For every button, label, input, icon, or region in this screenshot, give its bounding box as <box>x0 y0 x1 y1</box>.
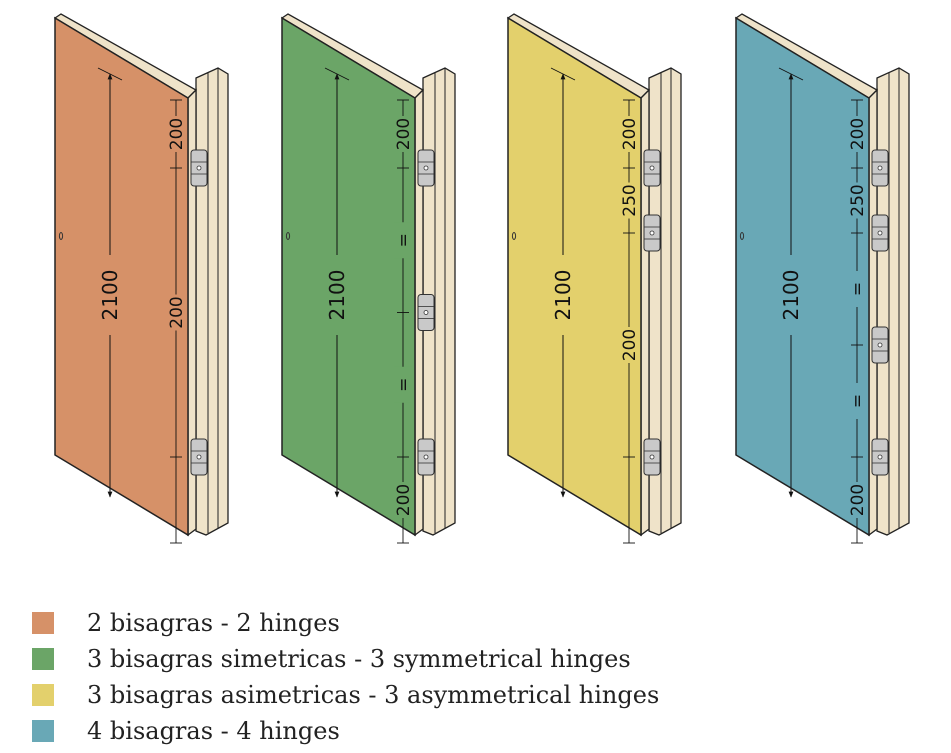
legend-item-4-hinges: 4 bisagras - 4 hinges <box>32 716 340 746</box>
legend-label: 4 bisagras - 4 hinges <box>87 717 340 745</box>
hinge-screw <box>423 454 429 460</box>
hinge-icon <box>417 294 435 331</box>
dimension-label: 200 <box>394 118 414 150</box>
legend-swatch-yellow <box>32 684 54 706</box>
dimension-tick <box>97 67 123 81</box>
height-label: 2100 <box>325 270 349 321</box>
dimension-label: = <box>848 394 868 408</box>
legend-swatch-orange <box>32 612 54 634</box>
dimension-label: 200 <box>848 118 868 150</box>
dimension-label-bg <box>394 116 412 152</box>
dimension-label-bg <box>848 182 866 219</box>
door-leaf <box>735 16 870 537</box>
hinge-icon <box>643 438 661 476</box>
hinge-icon <box>871 326 889 364</box>
door-leaf <box>507 16 642 537</box>
dimension-label-bg <box>620 182 638 219</box>
door-3-asymmetrical: 2100 200 250 200 <box>506 13 682 544</box>
dimension-label-bg <box>620 116 638 152</box>
hinge-icon <box>871 149 889 187</box>
hinge-screw <box>423 165 429 171</box>
dimension-label-bg <box>167 294 185 331</box>
hinge-screw <box>877 342 883 348</box>
legend-label: 3 bisagras simetricas - 3 symmetrical hi… <box>87 645 631 673</box>
hinge-icon <box>643 149 661 187</box>
hinge-icon <box>871 214 889 252</box>
dimension-label: = <box>848 282 868 296</box>
hinge-icon <box>190 149 208 187</box>
hinge-screw <box>877 165 883 171</box>
hinge-icon <box>417 438 435 476</box>
height-label: 2100 <box>551 270 575 321</box>
legend-swatch-blue <box>32 720 54 742</box>
dimension-tick <box>324 67 350 81</box>
dimension-label-bg <box>848 271 866 307</box>
keyhole-mark <box>285 232 291 240</box>
dimension-label: = <box>394 233 414 247</box>
hinge-icon <box>417 149 435 187</box>
dimension-label-bg <box>848 116 866 152</box>
dimension-label: 200 <box>620 329 640 361</box>
legend-item-2-hinges: 2 bisagras - 2 hinges <box>32 608 340 638</box>
hinge-screw <box>649 230 655 236</box>
legend-item-3-symmetrical: 3 bisagras simetricas - 3 symmetrical hi… <box>32 644 631 674</box>
legend-swatch-green <box>32 648 54 670</box>
hinge-screw <box>877 454 883 460</box>
keyhole-mark <box>739 232 745 240</box>
dimension-label: 250 <box>848 184 868 216</box>
height-label: 2100 <box>98 270 122 321</box>
dimension-label: 200 <box>167 118 187 150</box>
dimension-label-bg <box>394 482 412 518</box>
hinge-screw <box>649 454 655 460</box>
door-4-hinges: 2100 200 250 = = 200 <box>734 13 910 544</box>
dimension-tick <box>778 67 804 81</box>
legend-label: 2 bisagras - 2 hinges <box>87 609 340 637</box>
dimension-label: 200 <box>394 484 414 516</box>
hinge-screw <box>196 165 202 171</box>
hinge-icon <box>643 214 661 252</box>
dimension-label-bg <box>848 383 866 419</box>
door-2-hinges: 2100 200 200 <box>53 13 229 544</box>
hinge-screw <box>423 310 429 315</box>
dimension-label: = <box>394 378 414 392</box>
hinge-screw <box>649 165 655 171</box>
legend: 2 bisagras - 2 hinges 3 bisagras simetri… <box>0 600 951 753</box>
height-label: 2100 <box>779 270 803 321</box>
hinge-screw <box>196 454 202 460</box>
keyhole-mark <box>511 232 517 240</box>
dimension-label-bg <box>394 366 412 403</box>
dimension-label: 200 <box>620 118 640 150</box>
hinge-icon <box>190 438 208 476</box>
dimension-tick <box>550 67 576 81</box>
dimension-label-bg <box>848 482 866 518</box>
keyhole-mark <box>58 232 64 240</box>
dimension-label-bg <box>394 222 412 259</box>
door-3-symmetrical: 2100 200 = = 200 <box>280 13 456 544</box>
door-leaf <box>54 16 189 537</box>
dimension-label-bg <box>620 327 638 363</box>
door-leaf <box>281 16 416 537</box>
dimension-label: 200 <box>848 484 868 516</box>
dimension-label: 250 <box>620 184 640 216</box>
hinge-icon <box>871 438 889 476</box>
dimension-label-bg <box>167 116 185 152</box>
legend-item-3-asymmetrical: 3 bisagras asimetricas - 3 asymmetrical … <box>32 680 659 710</box>
legend-label: 3 bisagras asimetricas - 3 asymmetrical … <box>87 681 660 709</box>
dimension-label: 200 <box>167 296 187 328</box>
hinge-screw <box>877 230 883 236</box>
